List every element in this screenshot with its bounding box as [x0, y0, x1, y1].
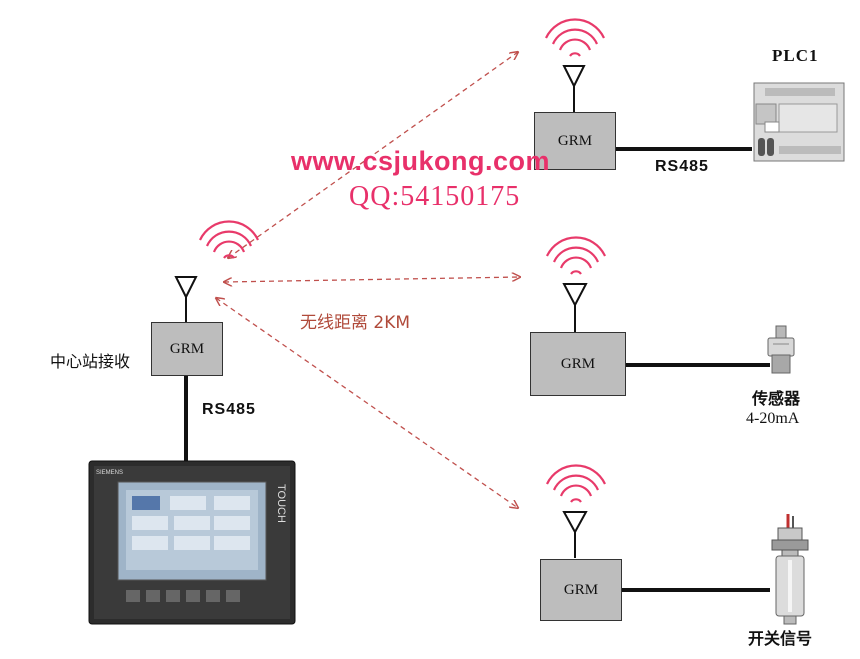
- sensor-device-label: 传感器: [752, 385, 800, 409]
- wifi-signal-icon: [547, 238, 605, 274]
- antenna-icon: [564, 284, 586, 332]
- link-to-sensor: [224, 277, 520, 282]
- center-bus-label: RS485: [202, 401, 256, 419]
- hmi-model: TOUCH: [275, 484, 287, 523]
- plc-device-label: PLC1: [772, 46, 819, 66]
- plc-bus-label: RS485: [655, 158, 709, 176]
- watermark-qq: QQ:54150175: [349, 181, 520, 213]
- wifi-signal-icon: [200, 222, 258, 258]
- pressure-sensor-icon: [768, 326, 794, 373]
- antenna-icon: [176, 277, 196, 322]
- antenna-icon: [564, 66, 584, 112]
- hmi-touch-panel: SIEMENS TOUCH: [88, 460, 296, 625]
- hmi-brand: SIEMENS: [96, 470, 123, 476]
- grm-module-switch: GRM: [540, 559, 622, 621]
- wifi-signal-icon: [546, 20, 604, 56]
- grm-module-center: GRM: [151, 322, 223, 376]
- sensor-range-label: 4-20mA: [746, 410, 799, 428]
- wifi-signal-icon: [547, 466, 605, 502]
- wireless-distance-label: 无线距离 2KM: [300, 308, 410, 333]
- plc-device-icon: [753, 82, 845, 162]
- center-station-label: 中心站接收: [50, 348, 130, 372]
- watermark-url: www.csjukong.com: [291, 146, 550, 177]
- switch-device-label: 开关信号: [748, 625, 812, 649]
- antenna-icon: [564, 512, 586, 558]
- level-switch-icon: [772, 514, 808, 624]
- grm-module-sensor: GRM: [530, 332, 626, 396]
